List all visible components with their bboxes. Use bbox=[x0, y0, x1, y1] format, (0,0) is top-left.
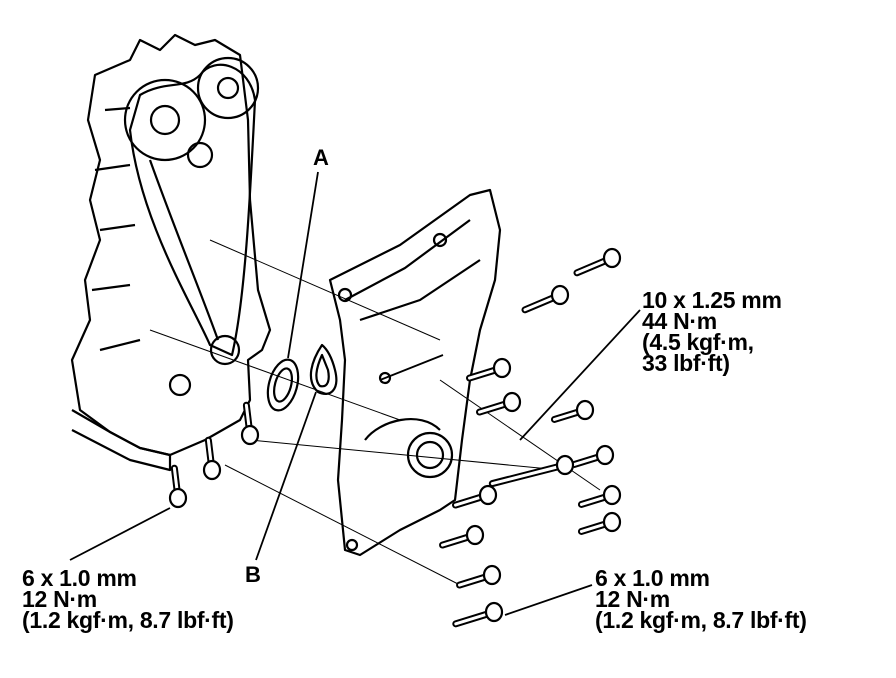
bolt bbox=[573, 247, 622, 277]
bolt bbox=[456, 564, 502, 589]
engine-block bbox=[70, 33, 272, 457]
callout-b: B bbox=[245, 562, 261, 587]
bolt bbox=[202, 436, 222, 481]
bolt bbox=[452, 484, 498, 509]
oil-seal-a bbox=[266, 358, 300, 412]
bolt bbox=[521, 284, 570, 314]
bolt bbox=[439, 524, 485, 549]
spec-large-bolt: 10 x 1.25 mm 44 N·m (4.5 kgf·m, 33 lbf·f… bbox=[642, 287, 782, 376]
cam-sprocket-exhaust bbox=[196, 56, 260, 120]
o-ring-b bbox=[309, 343, 338, 396]
bolts bbox=[168, 247, 622, 628]
bolt bbox=[488, 454, 575, 488]
timing-chain-cover bbox=[328, 188, 502, 557]
leader-lines bbox=[69, 171, 641, 616]
spec-oil-pan-bolts: 6 x 1.0 mm 12 N·m (1.2 kgf·m, 8.7 lbf·ft… bbox=[22, 565, 234, 633]
bolt bbox=[452, 601, 504, 628]
bolt bbox=[570, 444, 615, 468]
bolt bbox=[466, 357, 512, 382]
bolt bbox=[240, 401, 260, 446]
alignment-lines bbox=[149, 239, 601, 586]
bolt bbox=[577, 511, 622, 535]
bolt bbox=[476, 391, 522, 416]
bolt bbox=[168, 464, 188, 509]
callout-a: A bbox=[313, 145, 329, 170]
bolt bbox=[577, 484, 622, 508]
spec-cover-bolts: 6 x 1.0 mm 12 N·m (1.2 kgf·m, 8.7 lbf·ft… bbox=[595, 565, 807, 633]
cam-sprocket-intake bbox=[123, 78, 207, 162]
timing-chain bbox=[128, 63, 257, 357]
bolt bbox=[550, 399, 595, 423]
